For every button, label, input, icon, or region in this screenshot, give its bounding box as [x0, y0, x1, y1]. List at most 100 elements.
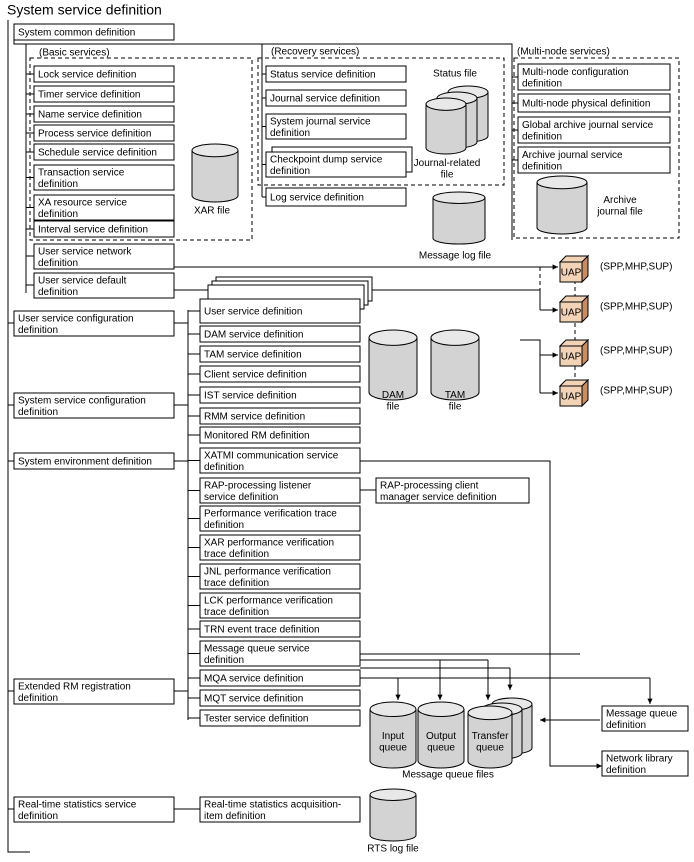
basic-service-box-label: Name service definition — [38, 110, 142, 121]
recovery-service-box: Journal service definition — [265, 89, 407, 107]
cylinder-top — [425, 97, 467, 111]
rts-item-box-label: Real-time statistics acquisition-item de… — [204, 799, 341, 822]
basic-service-box-frame — [33, 85, 175, 103]
basic-service-box: Process service definition — [33, 124, 175, 142]
recovery-service-box-frame — [265, 113, 407, 140]
rts-log-file-label: RTS log file — [367, 844, 419, 855]
uap-front-face — [559, 385, 583, 407]
uap-label: UAP — [561, 392, 582, 403]
uap-kinds-label: (SPP,MHP,SUP) — [600, 346, 672, 357]
cylinder-body — [432, 197, 486, 245]
basic-service-box-frame — [33, 143, 175, 161]
xatmi-link — [360, 460, 598, 767]
recovery-service-box-label: Status service definition — [270, 70, 376, 81]
cylinder-body — [369, 794, 417, 842]
page-title: System service definition — [7, 2, 162, 18]
status-file-label: Status file — [433, 69, 477, 80]
config-service-box-label: MQT service definition — [204, 694, 303, 705]
cylinder-body — [430, 337, 480, 401]
recovery-service-box-frame — [265, 65, 407, 83]
rts-item-box: Real-time statistics acquisition-item de… — [199, 796, 361, 823]
uap-front-face — [559, 345, 583, 367]
uap-kinds-label: (SPP,MHP,SUP) — [600, 262, 672, 273]
config-service-box-frame — [199, 407, 361, 425]
uap-link — [520, 339, 541, 355]
arrow-head — [485, 694, 491, 700]
cylinder-top — [417, 701, 465, 718]
config-service-box-frame — [199, 689, 361, 707]
uap-4: UAP (SPP,MHP,SUP) — [558, 378, 672, 408]
config-service-box-label: User service definition — [204, 307, 302, 318]
user-service-network-box-frame — [33, 243, 175, 270]
arrow-head — [552, 390, 558, 396]
rts-item-box-frame — [199, 796, 361, 823]
config-service-box: MQT service definition — [199, 689, 361, 707]
basic-service-box-frame — [33, 164, 175, 191]
extended-rm-registration-box-frame — [13, 678, 175, 705]
multinode-service-box-frame — [517, 93, 671, 113]
output-queue-icon — [417, 701, 465, 769]
basic-service-box-frame — [33, 220, 175, 238]
config-service-box-label: Client service definition — [204, 370, 307, 381]
cylinder-body — [191, 150, 239, 203]
uap-label: UAP — [561, 268, 582, 279]
uap-kinds-label: (SPP,MHP,SUP) — [600, 386, 672, 397]
basic-service-box-label: Lock service definition — [38, 70, 136, 81]
cylinder-top — [191, 143, 239, 158]
multinode-service-box: Multi-node physical definition — [517, 93, 671, 113]
basic-service-box-frame — [33, 65, 175, 83]
xar-file-icon — [191, 143, 239, 203]
user-service-default-box-frame — [33, 272, 175, 299]
config-service-box-frame — [199, 563, 361, 590]
arrow-head — [437, 694, 443, 700]
basic-services-group — [29, 57, 253, 241]
multinode-service-box-frame — [517, 146, 671, 174]
config-service-box-frame — [199, 426, 361, 444]
multinode-service-box-frame — [517, 116, 671, 144]
config-service-box-frame — [199, 640, 361, 667]
recovery-services-group — [257, 57, 505, 186]
config-service-box-frame — [199, 298, 361, 324]
cylinder-top — [430, 329, 480, 346]
config-service-box: Tester service definition — [199, 709, 361, 727]
uap-2: UAP(SPP,MHP,SUP) — [558, 294, 672, 324]
config-service-box-frame — [199, 620, 361, 638]
basic-service-box-frame — [33, 105, 175, 123]
config-service-box: DAM service definition — [199, 325, 361, 343]
config-service-box-frame — [199, 592, 361, 619]
config-service-box: Client service definition — [199, 365, 361, 383]
basic-service-box-label: Timer service definition — [38, 90, 140, 101]
multinode-service-box-frame — [517, 63, 671, 91]
cylinder-body — [368, 337, 418, 401]
basic-service-box: Lock service definition — [33, 65, 175, 83]
system-environment-box-label: System environment definition — [18, 457, 152, 468]
cylinder-body — [467, 712, 513, 769]
message-queue-files-label: Message queue files — [402, 770, 494, 781]
message-log-file-label: Message log file — [419, 251, 492, 262]
